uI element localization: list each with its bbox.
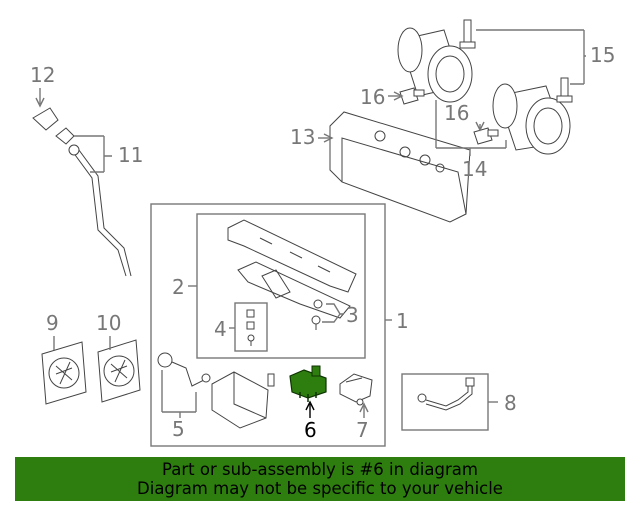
callout-5: 5 — [172, 417, 185, 441]
callout-7: 7 — [356, 418, 369, 442]
part-14-muffler-upper[interactable] — [397, 27, 473, 103]
callout-13: 13 — [290, 125, 315, 149]
banner-line-2: Diagram may not be specific to your vehi… — [137, 479, 503, 498]
callout-4: 4 — [214, 317, 227, 341]
part-3-fastener[interactable] — [311, 299, 323, 330]
part-8-cable[interactable] — [417, 377, 475, 411]
assembly-1-box — [150, 203, 386, 447]
callout-12: 12 — [30, 63, 55, 87]
part-10-pad[interactable] — [97, 339, 141, 403]
part-16-bolt-b[interactable] — [473, 127, 499, 145]
part-4-box — [234, 302, 268, 352]
callout-10: 10 — [96, 311, 121, 335]
callout-14: 14 — [462, 157, 487, 181]
part-15-bolt-lower[interactable] — [556, 77, 573, 103]
part-5-harness[interactable] — [157, 352, 275, 429]
part-7-bracket[interactable] — [339, 373, 373, 406]
callout-2: 2 — [172, 275, 185, 299]
callout-16b: 16 — [444, 101, 469, 125]
callout-15: 15 — [590, 43, 615, 67]
callout-6: 6 — [304, 418, 317, 442]
part-14-muffler-lower[interactable] — [492, 83, 571, 155]
part-8-box — [401, 373, 489, 431]
callout-9: 9 — [46, 311, 59, 335]
callout-3: 3 — [346, 303, 359, 327]
callout-16a: 16 — [360, 85, 385, 109]
part-12-cap[interactable] — [32, 107, 59, 131]
part-15-bolt-upper[interactable] — [459, 19, 476, 49]
banner-line-1: Part or sub-assembly is #6 in diagram — [162, 460, 478, 479]
part-6-highlighted[interactable] — [289, 365, 327, 402]
part-11-tube[interactable] — [55, 127, 132, 277]
part-4-fastener[interactable] — [246, 309, 255, 346]
info-banner: Part or sub-assembly is #6 in diagram Di… — [15, 457, 625, 501]
part-9-pad[interactable] — [41, 341, 87, 405]
part-16-bolt-a[interactable] — [399, 87, 425, 105]
part-13-shield[interactable] — [329, 111, 471, 223]
callout-8: 8 — [504, 391, 517, 415]
callout-1: 1 — [396, 309, 409, 333]
callout-11: 11 — [118, 143, 143, 167]
parts-diagram: 12 11 9 10 13 14 — [30, 19, 615, 447]
